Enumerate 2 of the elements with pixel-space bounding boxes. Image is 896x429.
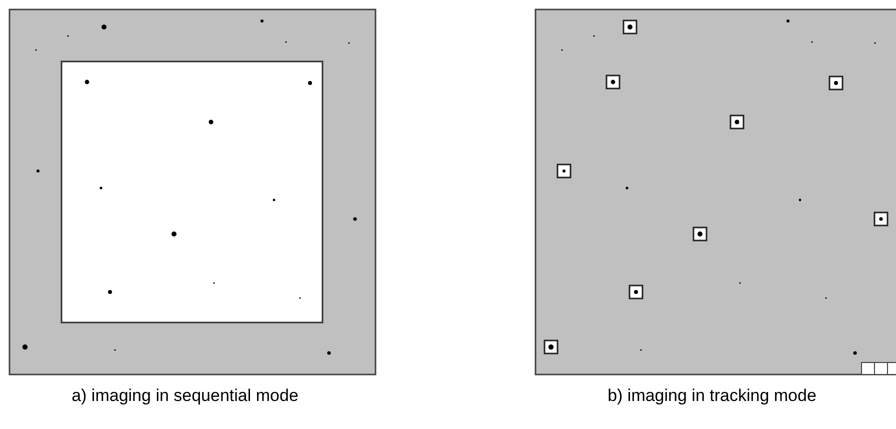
caption: b) imaging in tracking mode	[606, 386, 818, 406]
caption: a) imaging in sequential mode	[70, 386, 300, 406]
